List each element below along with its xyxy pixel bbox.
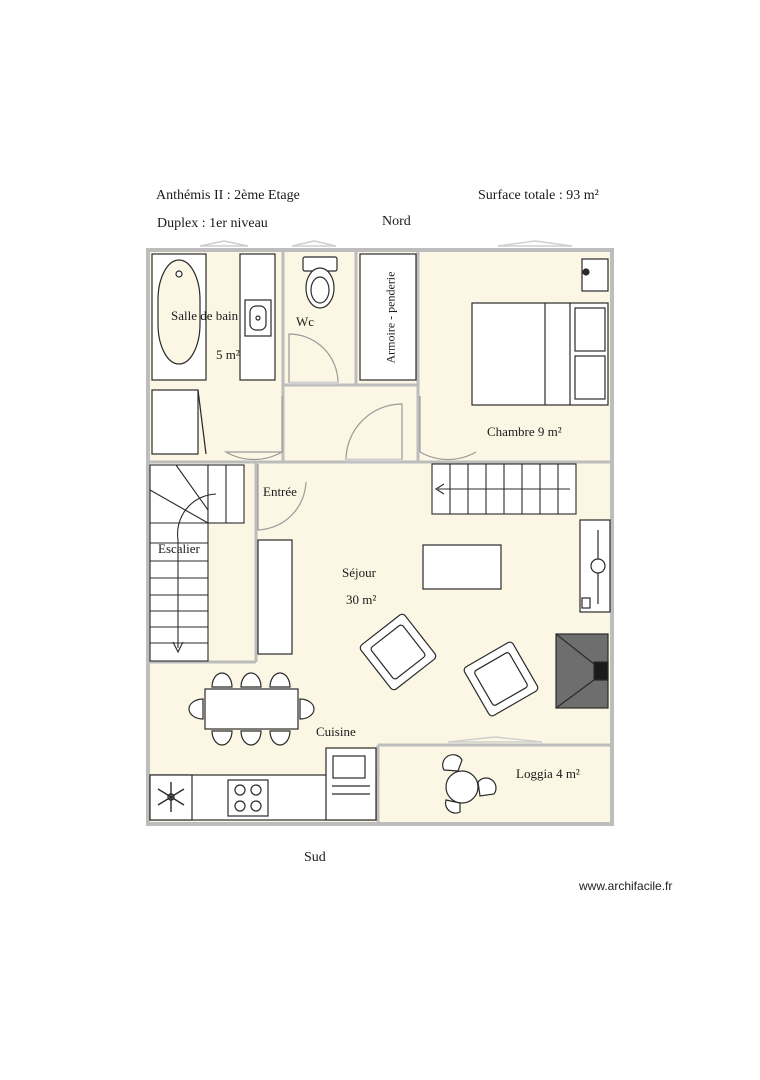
room-label-living: Séjour (342, 565, 376, 580)
dining-table (188, 672, 315, 746)
outer-wall (146, 248, 614, 826)
room-label-kitchen: Cuisine (316, 724, 356, 739)
interior-walls (150, 252, 610, 822)
coffee-table (422, 544, 502, 590)
plan-title: Anthémis II : 2ème Etage (156, 188, 300, 203)
snowflake-icon (157, 782, 185, 812)
stair-left (149, 464, 245, 662)
room-label-bathroom: Salle de bain (171, 308, 239, 323)
armchair-2 (463, 641, 539, 717)
loggia-table (442, 754, 497, 814)
credit-link[interactable]: www.archifacile.fr (579, 879, 673, 893)
room-label-wc: Wc (296, 314, 315, 329)
wardrobe-label: Armoire - penderie (383, 271, 398, 364)
room-area-living: 30 m² (346, 592, 377, 607)
kitchen-counter (149, 747, 377, 821)
wardrobe (359, 253, 417, 381)
room-label-loggia: Loggia 4 m² (516, 766, 580, 781)
wall-unit (579, 519, 611, 613)
bathtub (151, 253, 207, 381)
bed (471, 258, 609, 406)
washbasin (239, 253, 276, 381)
washing-machine (151, 389, 207, 455)
north-label: Nord (382, 214, 411, 229)
windows (199, 240, 573, 743)
stair-right (431, 463, 577, 515)
toilet (302, 256, 338, 309)
room-label-bedroom: Chambre 9 m² (487, 424, 562, 439)
armchair-1 (359, 613, 437, 691)
surface-total: Surface totale : 93 m² (478, 188, 599, 203)
plan-subtitle: Duplex : 1er niveau (157, 216, 268, 231)
room-label-entrance: Entrée (263, 484, 297, 499)
room-area-bathroom: 5 m² (216, 347, 240, 362)
room-label-stairs: Escalier (158, 541, 200, 556)
south-label: Sud (304, 850, 326, 865)
doors (223, 333, 477, 531)
fireplace (555, 633, 609, 709)
living-shelf (257, 539, 293, 655)
